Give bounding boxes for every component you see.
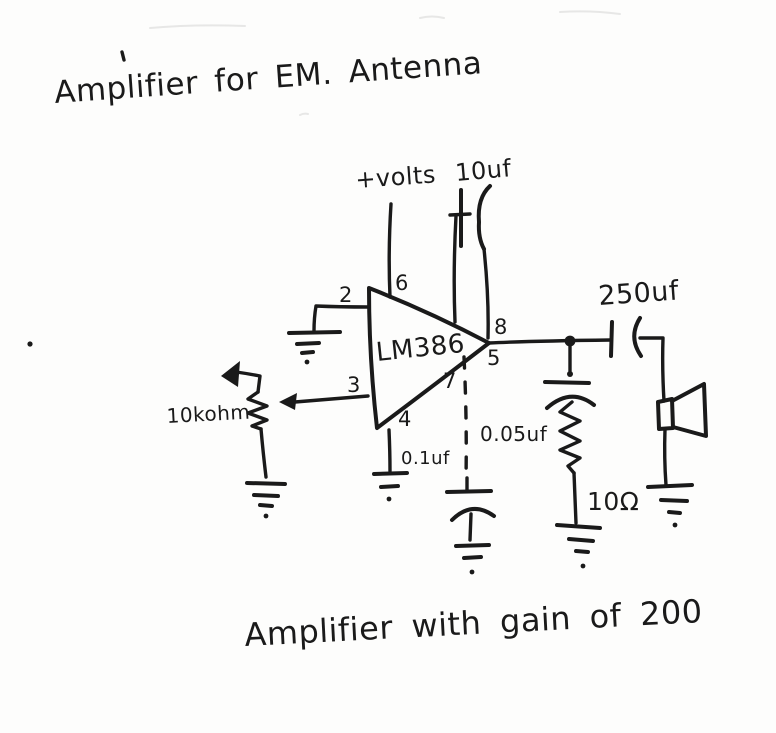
snubber-bottom-wire <box>572 471 578 525</box>
opamp-triangle <box>367 286 491 430</box>
capacitor-plate-curved <box>632 316 643 358</box>
opamp-lm386: LM386 <box>367 286 491 430</box>
pin4-cap-label: 0.1uf <box>401 448 450 469</box>
stray-ink-tick <box>120 50 126 62</box>
ground-dot <box>386 496 392 502</box>
pin-label-2: 2 <box>339 283 353 307</box>
scan-smudge <box>299 112 309 116</box>
capacitor-plate-curved <box>450 507 496 522</box>
page-title: Amplifier for EM. Antenna <box>53 45 483 111</box>
ground-symbol <box>287 330 342 365</box>
ground-bar <box>574 549 590 554</box>
coupling-capacitor-250uf: 250uf <box>597 275 681 403</box>
ground-dot <box>672 522 678 528</box>
pin-label-7: 7 <box>443 369 457 393</box>
scan-smudge <box>149 24 246 29</box>
wire-end-dot <box>567 371 573 377</box>
inverting-input-pin2: 2 <box>287 283 370 365</box>
caption: Amplifier with gain of 200 <box>243 592 703 654</box>
ground-bar <box>646 483 694 489</box>
capacitor-lead <box>468 512 473 542</box>
scan-smudge <box>419 15 445 19</box>
pin-label-3: 3 <box>347 373 361 397</box>
bypass-dashed-wire <box>462 355 468 480</box>
supply-wire <box>387 202 393 299</box>
ground-dot <box>580 563 586 569</box>
ground-symbol <box>372 471 409 502</box>
pin2-wire <box>312 304 370 333</box>
pin-label-4: 4 <box>398 407 412 431</box>
capacitor-wire-right <box>482 247 490 340</box>
ground-dot <box>304 359 310 365</box>
stray-ink-dot <box>27 341 33 347</box>
output-wire: 5 <box>487 335 613 370</box>
pin3-wire <box>293 394 370 404</box>
opamp-label: LM386 <box>375 329 467 368</box>
ground-symbol <box>454 543 491 575</box>
ground-bar <box>567 537 595 543</box>
noninverting-input-pin3: 3 <box>279 373 370 410</box>
ground-symbol <box>646 483 694 528</box>
capacitor-lead-tick <box>448 212 472 217</box>
coupling-output-wire <box>638 336 666 403</box>
ground-bar <box>300 350 315 355</box>
pin4-ground-branch: 4 0.1uf <box>372 407 450 502</box>
supply-label: +volts <box>354 160 436 194</box>
ground-bar <box>258 503 274 508</box>
capacitor-plate <box>609 320 614 358</box>
scan-smudge <box>559 10 621 15</box>
ground-bar <box>667 510 682 515</box>
coupling-cap-label: 250uf <box>597 275 681 312</box>
ground-bar <box>245 481 287 486</box>
ground-bar <box>287 330 342 335</box>
ground-bar <box>379 484 400 489</box>
ground-bar <box>252 493 280 498</box>
capacitor-plate-curved <box>545 394 596 410</box>
resistor-zigzag <box>558 400 582 475</box>
pot-label: 10kohm <box>166 400 251 428</box>
pin-label-5: 5 <box>487 346 501 370</box>
gain-capacitor-10uf: 10uf 8 <box>448 154 513 340</box>
ground-symbol <box>555 523 602 569</box>
speaker-ground-wire <box>662 427 668 487</box>
snubber-network: 0.05uf 10Ω <box>480 344 639 569</box>
gain-cap-label: 10uf <box>454 154 512 187</box>
ground-bar <box>555 523 602 530</box>
ground-dot <box>469 569 475 575</box>
capacitor-wire-left <box>452 214 458 324</box>
pin-label-8: 8 <box>494 315 508 339</box>
pot-bottom-wire <box>259 427 268 479</box>
snubber-cap-label: 0.05uf <box>480 422 548 446</box>
ground-bar <box>372 471 409 476</box>
bypass-branch-pin7: 7 <box>443 355 496 575</box>
snubber-res-label: 10Ω <box>587 487 639 516</box>
speaker-cone <box>670 382 708 438</box>
pin4-wire <box>387 428 392 473</box>
wiper-arrow-icon <box>279 393 297 410</box>
ground-bar <box>295 341 321 346</box>
pin-label-6: 6 <box>395 271 409 295</box>
capacitor-plate <box>445 489 493 494</box>
capacitor-plate <box>543 380 591 385</box>
junction-dot <box>564 335 576 347</box>
ground-dot <box>263 513 269 519</box>
scan-noise <box>149 10 621 116</box>
output-trace <box>487 338 613 345</box>
input-potentiometer: 10kohm <box>166 361 287 519</box>
ground-bar <box>462 555 483 560</box>
pot-top-wire <box>234 370 262 394</box>
speaker <box>646 382 708 528</box>
supply-rail: +volts 6 <box>354 160 437 299</box>
antenna-arrow-icon <box>221 361 240 387</box>
capacitor-plate-curved <box>476 184 492 251</box>
ground-bar <box>454 543 491 548</box>
ground-symbol <box>245 481 287 519</box>
pot-resistor-zigzag <box>246 390 269 431</box>
speaker-driver <box>656 397 675 431</box>
ground-bar <box>659 498 689 503</box>
